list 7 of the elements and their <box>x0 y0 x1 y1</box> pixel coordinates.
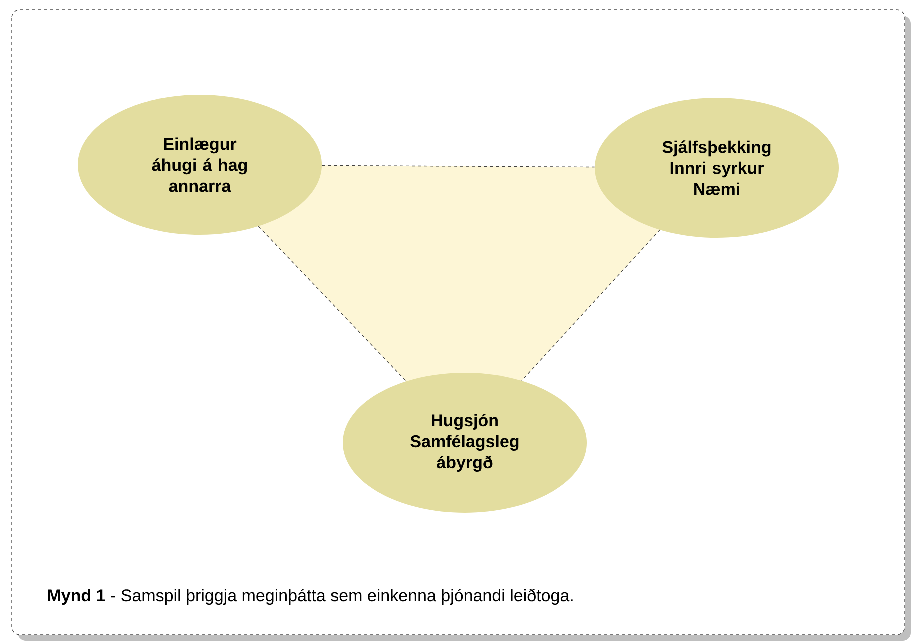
connector-line <box>522 230 660 382</box>
ellipse-node: Hugsjón Samfélagsleg ábyrgð <box>343 372 587 513</box>
ellipse-node: Einlægur áhugi á hag annarra <box>78 94 322 235</box>
connector-line <box>258 226 407 382</box>
connector-line <box>322 165 596 168</box>
ellipse-node: Sjálfsþekking Innri syrkur Næmi <box>595 98 839 238</box>
figure-caption: Mynd 1 - Samspil þriggja meginþátta sem einkenna þjónandi leiðtoga. <box>48 588 573 606</box>
